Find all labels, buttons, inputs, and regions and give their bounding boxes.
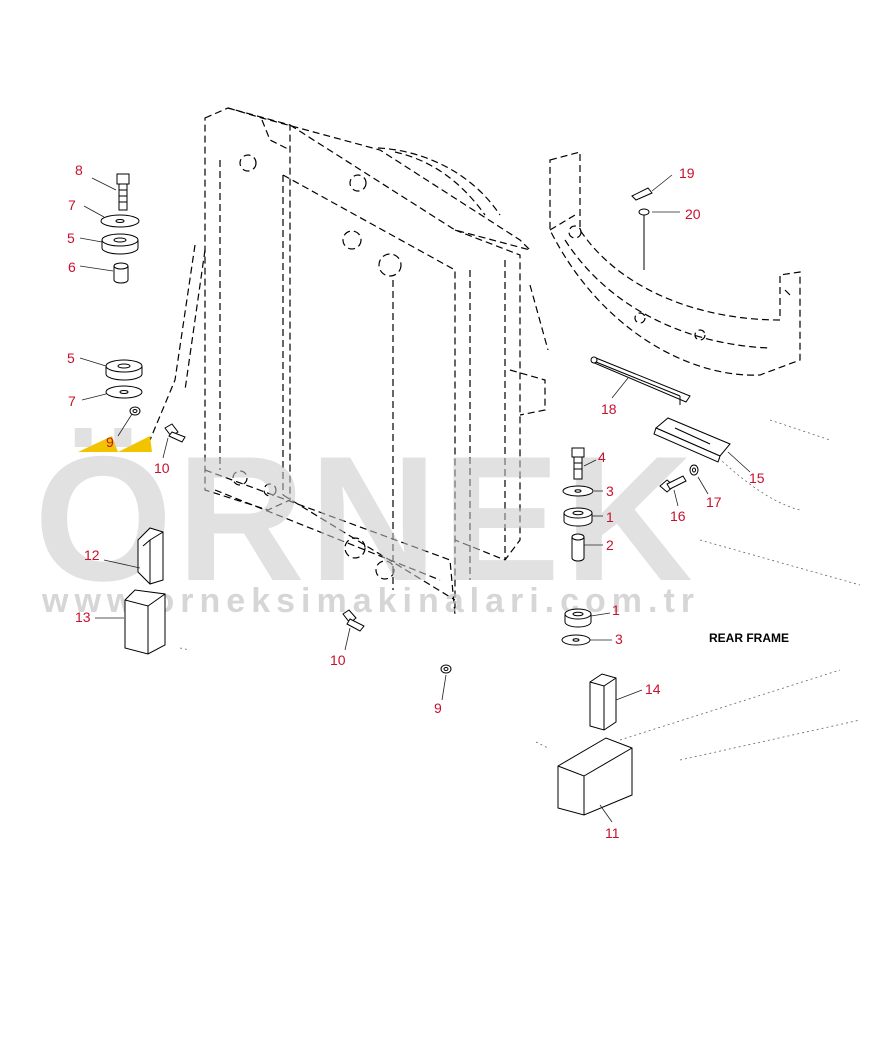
part-bolt-16 xyxy=(659,475,687,493)
callout-18: 18 xyxy=(601,401,617,417)
part-mount-1-upper xyxy=(563,507,593,527)
part-bolt-10-bottom xyxy=(342,609,365,632)
callout-8: 8 xyxy=(75,162,83,178)
watermark-accent-left xyxy=(78,436,118,452)
radiator-assembly xyxy=(149,107,549,616)
part-washer-17 xyxy=(689,464,699,476)
part-sleeve-2 xyxy=(571,533,585,562)
callouts: 8 7 5 6 5 7 9 10 12 13 10 9 19 20 18 15 … xyxy=(67,162,765,841)
part-nut-9-left xyxy=(129,406,141,416)
callout-9: 9 xyxy=(106,434,114,450)
part-mount-5-lower xyxy=(105,359,143,381)
watermark-accent-right xyxy=(118,436,152,452)
callout-5: 5 xyxy=(67,230,75,246)
callout-10: 10 xyxy=(330,652,346,668)
callout-15: 15 xyxy=(749,470,765,486)
part-block-14 xyxy=(589,673,617,731)
part-block-13 xyxy=(124,589,166,655)
part-nut-9-bottom xyxy=(440,664,452,674)
part-plate-15 xyxy=(653,417,731,463)
callout-16: 16 xyxy=(670,508,686,524)
callout-3: 3 xyxy=(606,483,614,499)
part-mount-5-upper xyxy=(101,233,139,255)
callout-19: 19 xyxy=(679,165,695,181)
callout-4: 4 xyxy=(598,449,606,465)
part-washer-3-lower xyxy=(561,634,591,646)
callout-14: 14 xyxy=(645,681,661,697)
callout-1: 1 xyxy=(612,602,620,618)
callout-20: 20 xyxy=(685,206,701,222)
callout-7: 7 xyxy=(68,197,76,213)
part-nut-20 xyxy=(638,208,650,270)
leader-lines xyxy=(79,174,751,823)
callout-9: 9 xyxy=(434,700,442,716)
part-bolt-10-left xyxy=(164,423,186,443)
callout-12: 12 xyxy=(84,547,100,563)
callout-2: 2 xyxy=(606,537,614,553)
callout-1: 1 xyxy=(606,509,614,525)
part-bracket-18 xyxy=(590,356,691,405)
rear-frame-label: REAR FRAME xyxy=(709,631,789,645)
part-mount-1-lower xyxy=(564,608,592,628)
part-sleeve-6 xyxy=(113,262,129,284)
part-washer-7-upper xyxy=(100,214,140,228)
callout-13: 13 xyxy=(75,609,91,625)
callout-7: 7 xyxy=(68,393,76,409)
rear-frame xyxy=(549,151,861,761)
part-bolt-4 xyxy=(571,447,585,480)
callout-6: 6 xyxy=(68,259,76,275)
callout-10: 10 xyxy=(154,460,170,476)
part-washer-3-upper xyxy=(562,485,594,497)
part-clip-19 xyxy=(631,187,653,201)
part-block-12 xyxy=(137,527,164,585)
part-block-11 xyxy=(557,737,633,816)
callout-5: 5 xyxy=(67,350,75,366)
part-washer-7-lower xyxy=(105,385,143,399)
callout-11: 11 xyxy=(605,825,620,841)
callout-17: 17 xyxy=(706,494,722,510)
part-bolt-8 xyxy=(116,173,130,211)
callout-3: 3 xyxy=(615,631,623,647)
